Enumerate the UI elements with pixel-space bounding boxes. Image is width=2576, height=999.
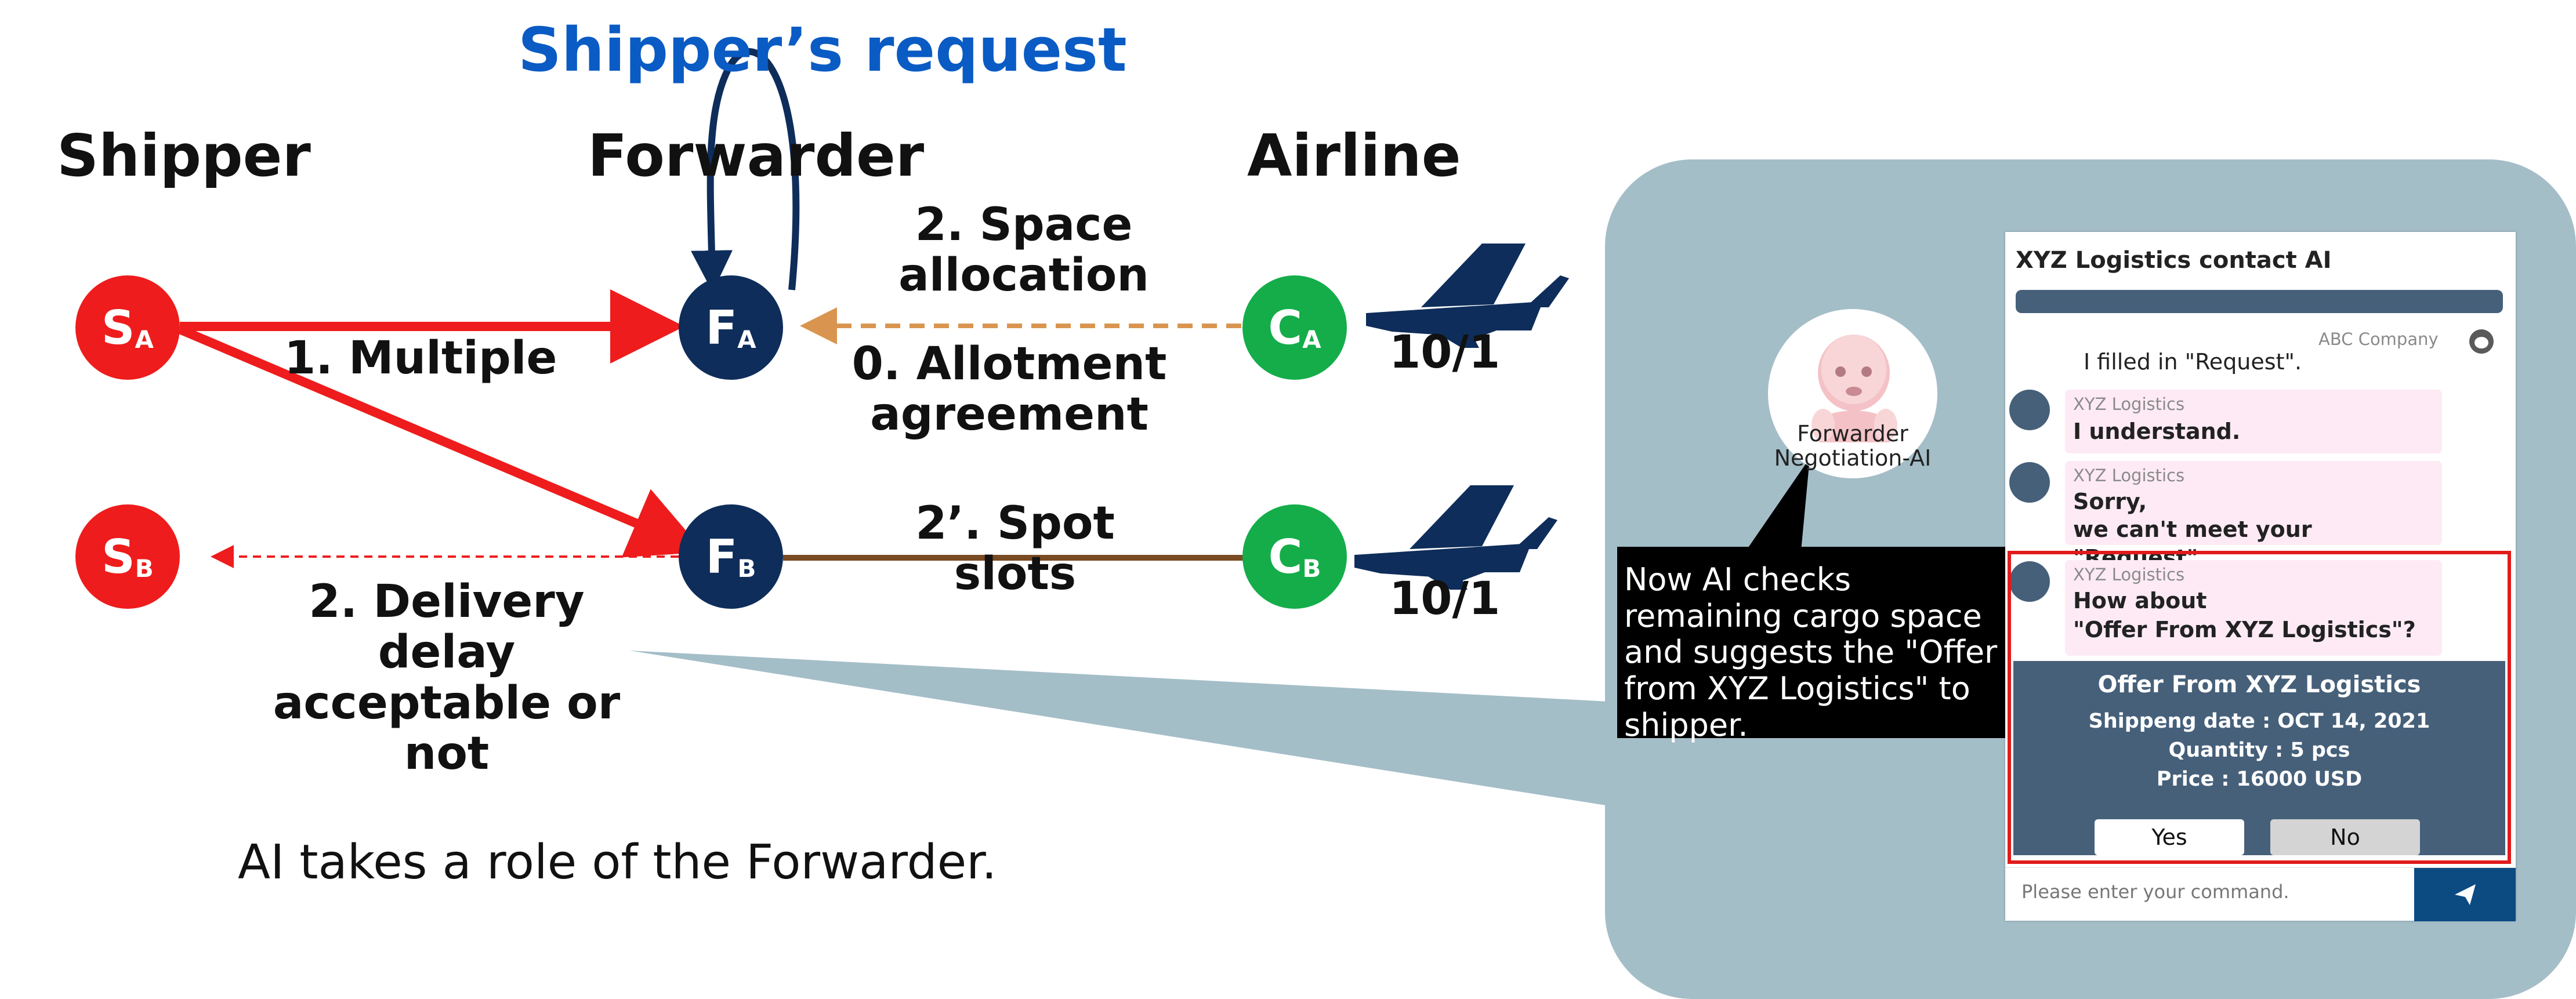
label-delivery-line1: 2. Delivery: [309, 576, 585, 628]
callout-wedge: [629, 651, 1610, 806]
chat-title: XYZ Logistics contact AI: [2016, 247, 2332, 274]
negotiation-line1: Forwarder: [1797, 421, 1908, 446]
label-delivery-line3: acceptable or: [273, 677, 621, 729]
robot-baby-icon: [1811, 335, 1897, 442]
message-bubble: XYZ Logistics I understand.: [2065, 390, 2442, 453]
bot-icon: [2009, 561, 2050, 602]
airplane-icon-a: [1366, 244, 1569, 348]
callout-box: Now AI checks remaining cargo space and …: [1617, 547, 2006, 743]
chat-header-strip: [2016, 290, 2503, 313]
message-bubble: XYZ Logistics Sorry, we can't meet your …: [2065, 461, 2442, 571]
column-forwarder: Forwarder: [588, 122, 925, 190]
command-input-row: Please enter your command.: [2005, 867, 2516, 921]
label-space-line1: 2. Space: [915, 199, 1133, 251]
caption: AI takes a role of the Forwarder.: [238, 835, 997, 890]
message-text: I understand.: [2073, 419, 2241, 444]
label-allotment-line2: agreement: [870, 388, 1148, 441]
node-sub: A: [737, 325, 756, 354]
message-text-line2: "Offer From XYZ Logistics"?: [2073, 617, 2416, 642]
send-button[interactable]: [2414, 868, 2516, 921]
message-text-line1: Sorry,: [2073, 489, 2147, 514]
offer-date: Shippeng date : OCT 14, 2021: [2088, 710, 2430, 733]
node-sub: A: [135, 325, 154, 354]
message-bubble: XYZ Logistics How about "Offer From XYZ …: [2065, 560, 2442, 656]
message-text: I filled in "Request".: [2084, 349, 2302, 375]
label-allotment: 0. Allotment agreement: [847, 339, 1172, 441]
node-main: F: [705, 529, 738, 584]
shippers-request-title: Shipper’s request: [518, 14, 1127, 85]
yes-button[interactable]: Yes: [2095, 819, 2244, 855]
label-date-a: 10/1: [1389, 326, 1501, 379]
node-sub: B: [1302, 554, 1321, 583]
no-button[interactable]: No: [2270, 819, 2420, 855]
offer-card: Offer From XYZ Logistics Shippeng date :…: [2013, 661, 2505, 855]
offer-title: Offer From XYZ Logistics: [2097, 671, 2421, 698]
highlight-frame: [2008, 551, 2511, 864]
node-sub: B: [737, 554, 756, 583]
label-multiple: 1. Multiple: [284, 332, 557, 384]
node-main: C: [1268, 529, 1303, 584]
label-space-line2: allocation: [898, 249, 1149, 302]
offer-quantity: Quantity : 5 pcs: [2168, 739, 2350, 762]
column-shipper: Shipper: [57, 122, 311, 190]
offer-price: Price : 16000 USD: [2156, 768, 2363, 791]
negotiation-line2: Negotiation-AI: [1774, 445, 1932, 471]
message-sender: XYZ Logistics: [2073, 394, 2185, 414]
negotiation-ai-avatar: [1768, 309, 1937, 478]
label-date-b: 10/1: [1389, 573, 1501, 625]
message-sender: XYZ Logistics: [2073, 565, 2185, 584]
message-sender: ABC Company: [2318, 329, 2439, 349]
command-input[interactable]: Please enter your command.: [2021, 881, 2289, 903]
chat-window: XYZ Logistics contact AI ABC Company I f…: [2005, 232, 2516, 921]
node-main: S: [101, 300, 135, 355]
label-delivery-line2: delay: [378, 626, 516, 679]
label-delivery-line4: not: [404, 728, 490, 780]
message-text-line2: we can't meet your "Request".: [2073, 517, 2312, 571]
send-icon: [2454, 884, 2476, 905]
message-text-line1: How about: [2073, 588, 2207, 613]
label-space-allocation: 2. Space allocation: [882, 199, 1166, 302]
column-airline: Airline: [1247, 122, 1461, 190]
shippers-request-loop: [691, 48, 800, 292]
label-spot-slots: 2’. Spot slots: [915, 497, 1115, 601]
arrow-sa-fb: [177, 325, 705, 558]
node-main: C: [1268, 300, 1303, 355]
bot-icon: [2009, 390, 2050, 430]
label-delivery-delay: 2. Delivery delay acceptable or not: [273, 576, 621, 780]
bot-icon: [2009, 462, 2050, 503]
node-main: S: [102, 529, 135, 584]
user-icon: [2469, 329, 2494, 354]
label-allotment-line1: 0. Allotment: [852, 338, 1167, 390]
node-sub: A: [1302, 325, 1321, 354]
message-sender: XYZ Logistics: [2073, 466, 2185, 485]
node-main: F: [705, 300, 738, 355]
node-sub: B: [135, 554, 154, 583]
negotiation-ai-label: Forwarder Negotiation-AI: [1751, 422, 1955, 471]
airplane-icon-b: [1354, 485, 1557, 590]
